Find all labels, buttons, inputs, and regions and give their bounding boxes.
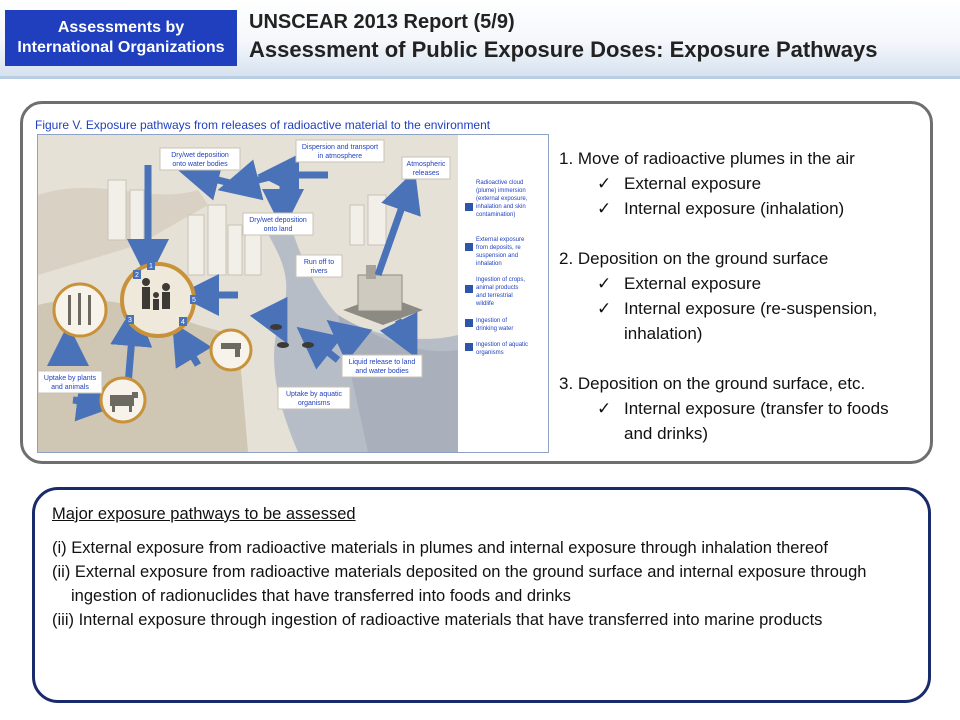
- pathway-3-item-2-text: and drinks): [624, 424, 708, 443]
- legend-square-2: [465, 243, 473, 251]
- label-dry-wet-water-2: onto water bodies: [172, 161, 228, 168]
- label-uptake-aquatic-2: organisms: [298, 400, 331, 407]
- figure-caption: Figure V. Exposure pathways from release…: [35, 118, 490, 132]
- label-dispersion-2: in atmosphere: [318, 153, 362, 160]
- marker-3: 3: [128, 317, 132, 324]
- marker-4: 4: [181, 319, 185, 326]
- page-title-line-1: UNSCEAR 2013 Report (5/9): [249, 11, 515, 34]
- label-uptake-aquatic-1: Uptake by aquatic: [286, 391, 343, 398]
- label-uptake-plants-1: Uptake by plants: [44, 375, 97, 382]
- legend-3-line-2: animal products: [476, 285, 518, 291]
- legend-2-line-1: External exposure: [476, 237, 525, 243]
- label-dispersion-1: Dispersion and transport: [302, 144, 378, 151]
- checkmark-icon: ✓: [597, 196, 611, 221]
- pathway-2-item: ✓ External exposure: [559, 271, 939, 296]
- major-pathway-item-1: (i) External exposure from radioactive m…: [52, 536, 922, 560]
- label-dry-wet-land-2: onto land: [264, 226, 293, 233]
- legend-5-line-2: organisms: [476, 350, 504, 356]
- section-badge: Assessments by International Organizatio…: [5, 10, 237, 66]
- pathway-3-heading: 3. Deposition on the ground surface, etc…: [559, 371, 939, 396]
- tap-water-circle: [211, 330, 251, 370]
- legend-4-line-1: Ingestion of: [476, 318, 507, 324]
- marker-2: 2: [135, 272, 139, 279]
- legend-5-line-1: Ingestion of aquatic: [476, 342, 528, 348]
- major-pathway-item-3: (iii) Internal exposure through ingestio…: [52, 608, 922, 632]
- legend-4-line-2: drinking water: [476, 326, 513, 332]
- checkmark-icon: ✓: [597, 271, 611, 296]
- badge-line-2: International Organizations: [5, 38, 237, 58]
- pathway-2-item: ✓ Internal exposure (re-suspension,: [559, 296, 939, 321]
- pathway-2-item-continued: inhalation): [559, 321, 939, 346]
- label-dry-wet-land-1: Dry/wet deposition: [249, 217, 307, 224]
- major-pathways-heading: Major exposure pathways to be assessed: [52, 502, 922, 526]
- label-liquid-2: and water bodies: [355, 368, 409, 375]
- label-dry-wet-water-1: Dry/wet deposition: [171, 152, 229, 159]
- pathway-2-item-3-text: inhalation): [624, 324, 702, 343]
- legend-1-line-1: Radioactive cloud: [476, 180, 523, 186]
- exposure-pathways-illustration: 1 2 3 4 5 Dry/wet deposition onto water …: [37, 134, 549, 453]
- checkmark-icon: ✓: [597, 296, 611, 321]
- marker-5: 5: [192, 297, 196, 304]
- legend-1-line-4: inhalation and skin: [476, 204, 526, 210]
- pathway-1-item: ✓ External exposure: [559, 171, 939, 196]
- label-uptake-plants-2: and animals: [51, 384, 89, 391]
- header-divider: [0, 76, 960, 79]
- pathway-3-item: ✓ Internal exposure (transfer to foods: [559, 396, 939, 421]
- legend-2-line-2: from deposits, re: [476, 245, 521, 251]
- legend-square-1: [465, 203, 473, 211]
- label-runoff-2: rivers: [310, 268, 328, 275]
- pathway-1-item-1-text: External exposure: [624, 174, 761, 193]
- pathway-1-item: ✓ Internal exposure (inhalation): [559, 196, 939, 221]
- checkmark-icon: ✓: [597, 396, 611, 421]
- legend-square-5: [465, 343, 473, 351]
- pathway-list: 1. Move of radioactive plumes in the air…: [559, 146, 939, 446]
- pathway-2-item-2-text: Internal exposure (re-suspension,: [624, 299, 877, 318]
- major-pathways-text: Major exposure pathways to be assessed (…: [52, 502, 922, 632]
- page-title-line-2: Assessment of Public Exposure Doses: Exp…: [249, 37, 877, 63]
- label-liquid-1: Liquid release to land: [349, 359, 416, 366]
- pathway-1-heading: 1. Move of radioactive plumes in the air: [559, 146, 939, 171]
- legend-1-line-5: contamination): [476, 212, 515, 218]
- label-atmospheric-2: releases: [413, 170, 440, 177]
- marker-1: 1: [149, 263, 153, 270]
- legend-3-line-4: wildlife: [475, 301, 495, 307]
- badge-line-1: Assessments by: [5, 18, 237, 38]
- pathway-2-heading: 2. Deposition on the ground surface: [559, 246, 939, 271]
- major-pathway-item-2: (ii) External exposure from radioactive …: [52, 560, 922, 608]
- legend-3-line-1: Ingestion of crops,: [476, 277, 525, 283]
- legend-2-line-3: suspension and: [476, 253, 518, 259]
- pathway-1-item-2-text: Internal exposure (inhalation): [624, 199, 844, 218]
- legend-1-line-3: (external exposure,: [476, 196, 528, 202]
- label-atmospheric-1: Atmospheric: [407, 161, 446, 168]
- pathway-3-item-continued: and drinks): [559, 421, 939, 446]
- legend-2-line-4: inhalation: [476, 261, 502, 267]
- label-runoff-1: Run off to: [304, 259, 334, 266]
- legend-square-4: [465, 319, 473, 327]
- legend-3-line-3: and terrestrial: [476, 293, 513, 299]
- legend-square-3: [465, 285, 473, 293]
- pathway-2-item-1-text: External exposure: [624, 274, 761, 293]
- legend-1-line-2: (plume) immersion: [476, 188, 526, 194]
- checkmark-icon: ✓: [597, 171, 611, 196]
- pathway-3-item-1-text: Internal exposure (transfer to foods: [624, 399, 889, 418]
